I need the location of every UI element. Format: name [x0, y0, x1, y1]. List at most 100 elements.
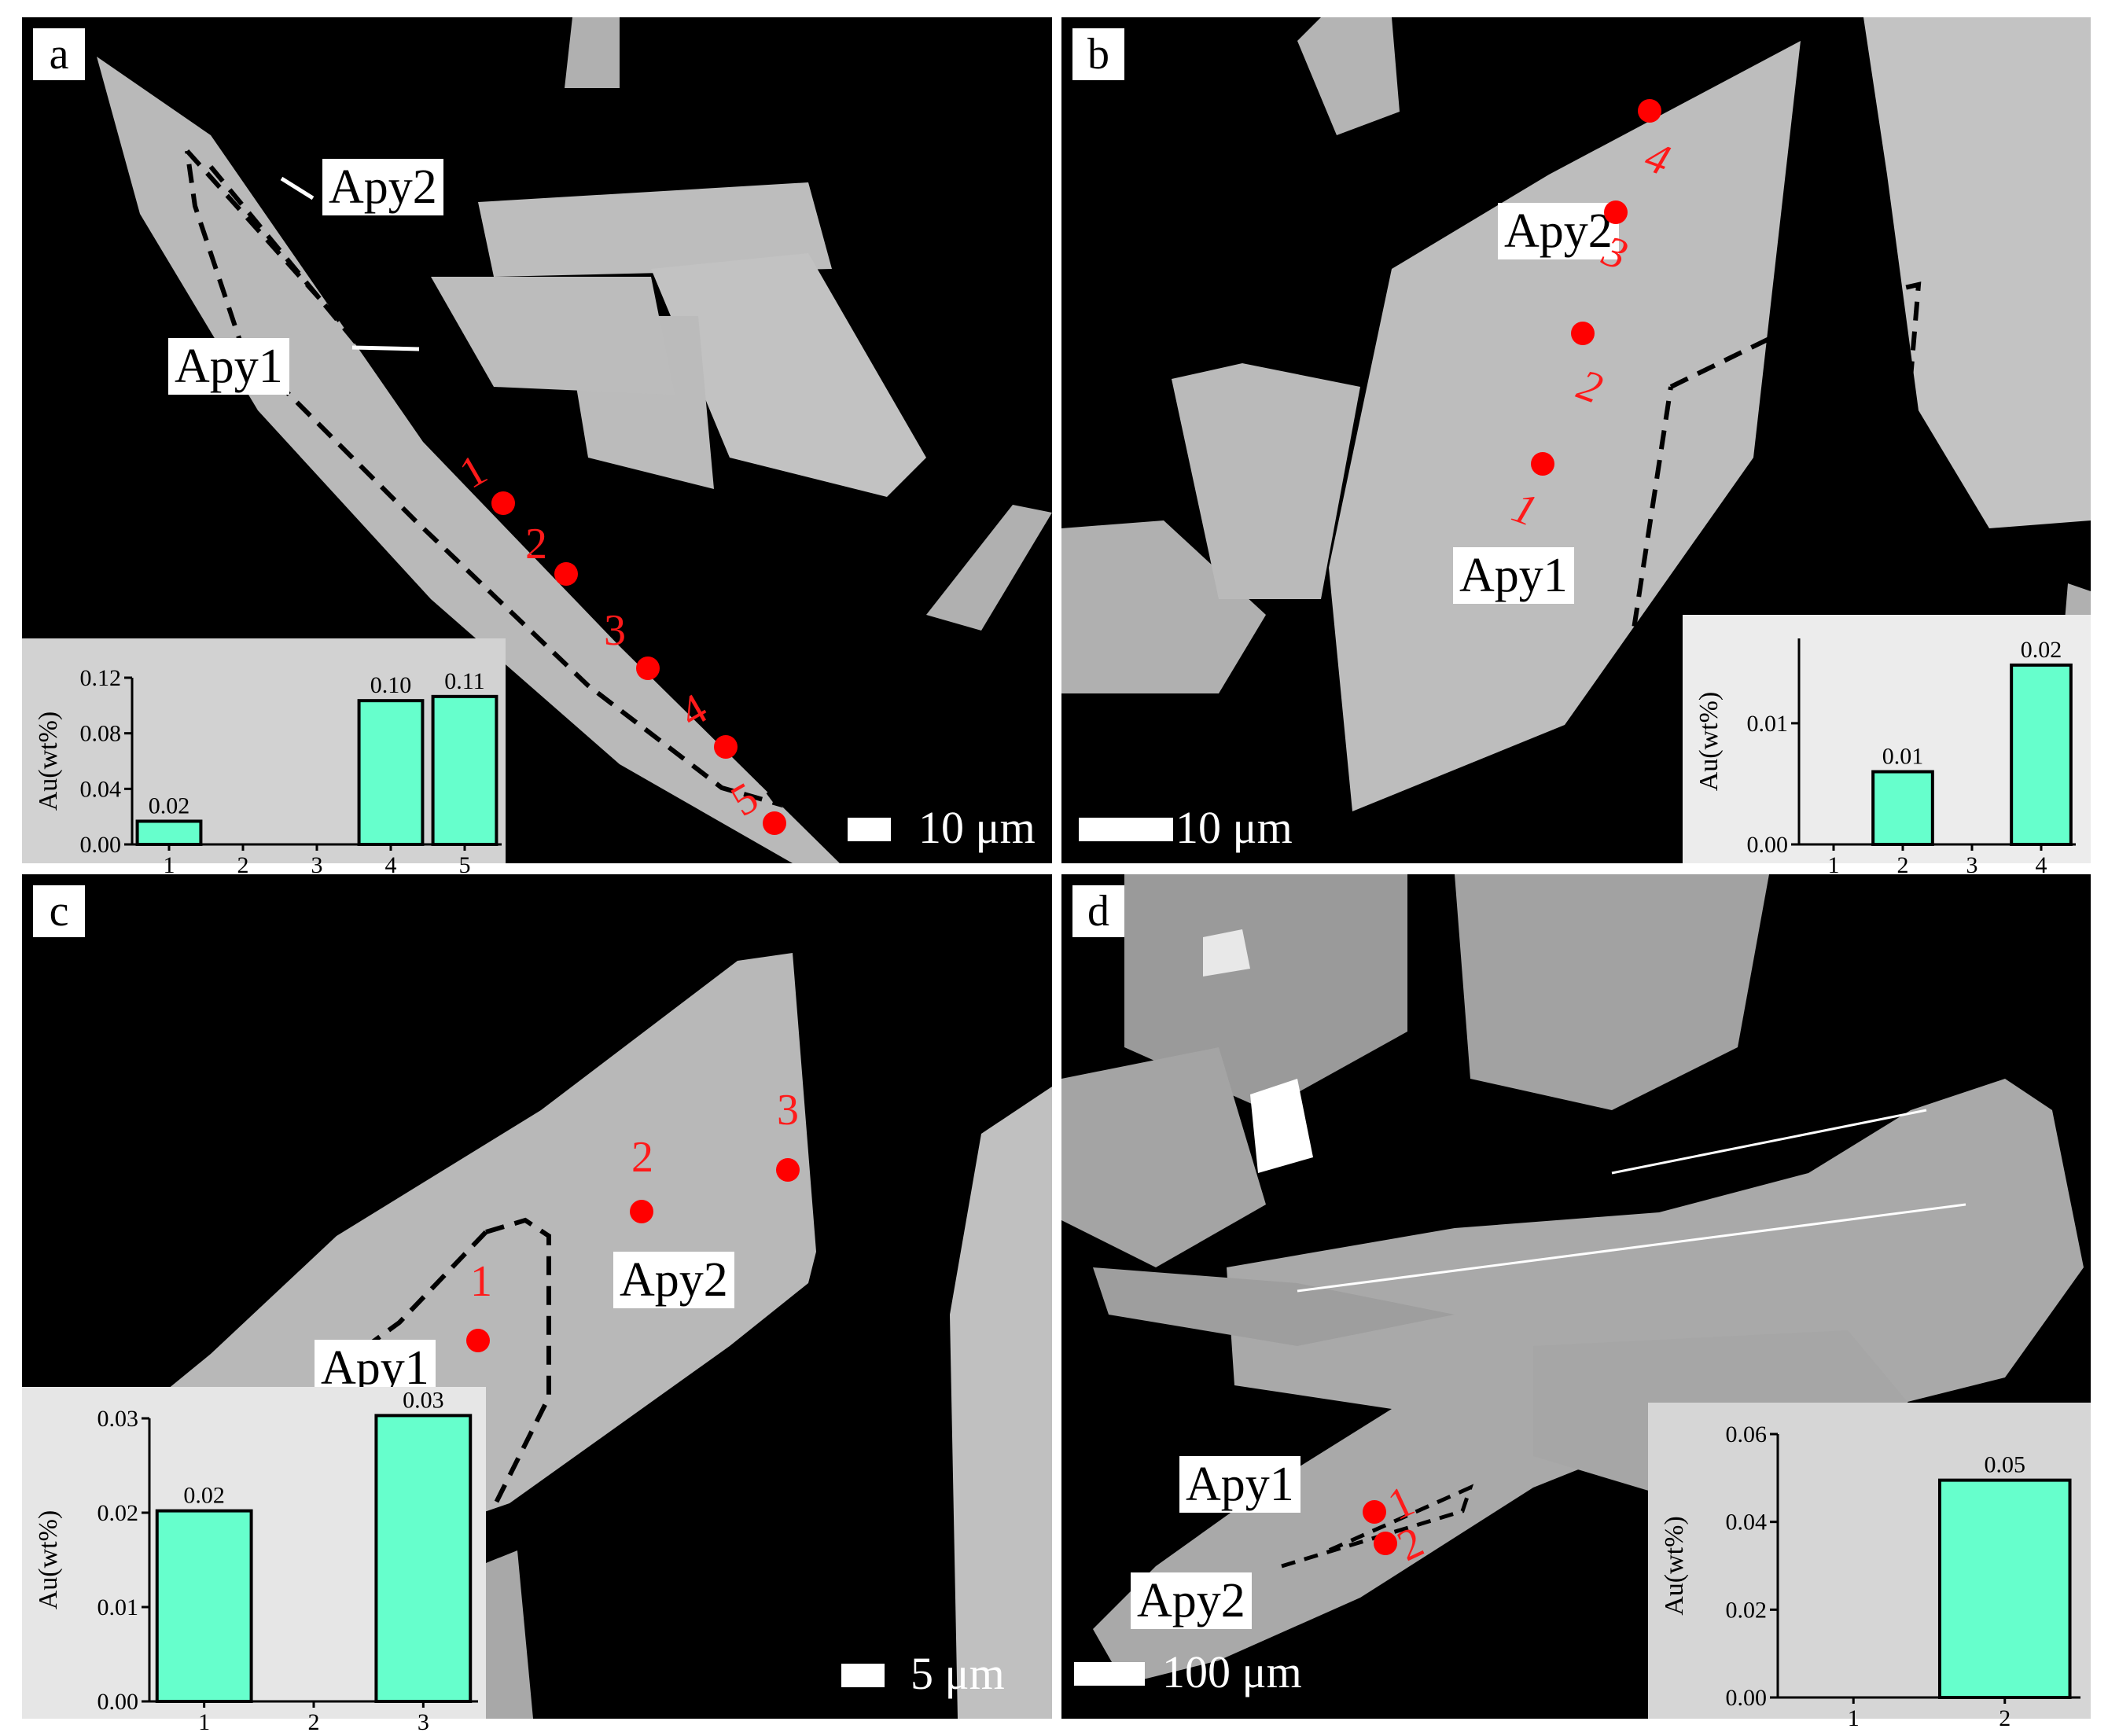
y-axis-label: Au(wt%)	[1694, 692, 1724, 792]
panel-a-point	[491, 491, 515, 515]
x-tick-label: 1	[198, 1709, 210, 1735]
panel-b-scale-label: 10 μm	[1175, 802, 1293, 853]
bar	[135, 819, 203, 847]
y-axis-label: Au(wt%)	[34, 712, 63, 811]
bar-data-label: 0.01	[1882, 744, 1924, 770]
x-tick-label: 4	[385, 852, 397, 878]
panel-a-tag: a	[33, 28, 85, 80]
y-tick-label: 0.08	[80, 721, 122, 747]
panel-d-point	[1363, 1500, 1386, 1524]
x-tick-label: 2	[1999, 1705, 2011, 1731]
bar-data-label: 0.02	[2021, 637, 2062, 663]
panel-b-point	[1604, 200, 1628, 224]
x-tick-label: 4	[2036, 852, 2047, 878]
x-tick-label: 1	[164, 852, 175, 878]
x-tick-label: 1	[1848, 1705, 1860, 1731]
panel-c-point-number: 2	[631, 1133, 653, 1182]
panel-b-chart-plot: 0.00 0.01 Au(wt%) 1 2 0.01 3 4 0.02	[1694, 637, 2076, 878]
panel-b-point	[1531, 452, 1554, 476]
panel-b-chart: 0.00 0.01 Au(wt%) 1 2 0.01 3 4 0.02	[1683, 615, 2091, 878]
panel-d-scale-label: 100 μm	[1162, 1646, 1302, 1697]
bar	[1937, 1478, 2072, 1699]
y-tick-label: 0.04	[1726, 1510, 1768, 1536]
panel-a-scale-bar	[848, 818, 891, 841]
x-tick-label: 2	[1897, 852, 1909, 878]
panel-c-point	[466, 1329, 490, 1352]
panel-c-tag: c	[33, 885, 85, 937]
panel-d-tag: d	[1072, 885, 1124, 937]
y-tick-label: 0.00	[97, 1689, 139, 1715]
panel-b-image	[1061, 17, 2091, 863]
y-tick-label: 0.00	[1726, 1685, 1768, 1711]
panel-b-chart-svg: 0.00 0.01 Au(wt%) 1 2 0.01 3 4 0.02	[1694, 637, 2076, 878]
bar	[431, 694, 498, 846]
y-tick-label: 0.12	[80, 665, 122, 691]
panel-c-scale-label: 5 μm	[911, 1648, 1005, 1699]
y-tick-label: 0.01	[97, 1594, 139, 1620]
panel-b-tag: b	[1072, 28, 1124, 80]
panel-c-scale-bar	[841, 1664, 885, 1687]
x-tick-label: 2	[237, 852, 249, 878]
panel-b-apy1-label: Apy1	[1453, 547, 1574, 604]
panel-d-apy2-label: Apy2	[1131, 1572, 1252, 1629]
y-tick-label: 0.00	[80, 832, 122, 858]
bar	[1871, 770, 1934, 847]
x-tick-label: 3	[1966, 852, 1978, 878]
panel-d-scale-bar	[1074, 1662, 1145, 1686]
x-tick-label: 5	[459, 852, 471, 878]
y-tick-label: 0.01	[1747, 711, 1789, 737]
y-axis-label: Au(wt%)	[34, 1510, 63, 1610]
bar-data-label: 0.02	[183, 1483, 225, 1509]
panel-a-scale-label: 10 μm	[918, 802, 1036, 853]
panel-a-apy2-label: Apy2	[322, 159, 443, 215]
panel-a-point	[636, 657, 660, 680]
panel-c-point-number: 1	[470, 1257, 492, 1306]
panel-a-image	[97, 17, 1052, 863]
y-tick-label: 0.00	[1747, 832, 1789, 858]
panel-a-point	[554, 562, 578, 586]
y-axis-label: Au(wt%)	[1660, 1516, 1689, 1616]
bar-data-label: 0.11	[444, 668, 484, 694]
panel-a-point-number: 2	[525, 520, 547, 568]
bar-data-label: 0.02	[149, 793, 190, 818]
x-tick-label: 3	[418, 1709, 429, 1735]
panel-b-point	[1638, 99, 1661, 123]
panel-a-apy1-label: Apy1	[168, 338, 289, 395]
bar	[155, 1509, 253, 1703]
panel-c-point	[630, 1200, 653, 1223]
panel-c-point	[776, 1158, 800, 1182]
panel-b-point	[1571, 322, 1595, 345]
bar-data-label: 0.05	[1985, 1452, 2026, 1478]
bar	[2010, 663, 2073, 846]
y-tick-label: 0.06	[1726, 1422, 1768, 1447]
panel-a-point-number: 3	[604, 606, 626, 655]
bar	[357, 699, 425, 847]
panel-c-apy2-label: Apy2	[613, 1252, 734, 1308]
panel-a: a Apy2 Apy1 1 2 3 4 5 10 μm 0.00 0.04 0.08…	[22, 17, 1052, 878]
panel-a-point	[714, 735, 738, 759]
x-tick-label: 1	[1828, 852, 1840, 878]
panel-d-image	[1061, 874, 2084, 1684]
y-tick-label: 0.04	[80, 776, 122, 802]
panel-b-scale-bar	[1079, 818, 1173, 841]
x-tick-label: 2	[308, 1709, 320, 1735]
x-tick-label: 3	[311, 852, 323, 878]
panel-a-point	[763, 811, 786, 835]
y-tick-label: 0.03	[97, 1406, 139, 1432]
y-tick-label: 0.02	[97, 1500, 139, 1526]
panel-c-point-number: 3	[777, 1086, 799, 1135]
panel-d-apy1-label: Apy1	[1179, 1456, 1300, 1513]
y-tick-label: 0.02	[1726, 1597, 1768, 1623]
bar-data-label: 0.03	[403, 1387, 444, 1413]
panel-d-point	[1374, 1532, 1397, 1555]
